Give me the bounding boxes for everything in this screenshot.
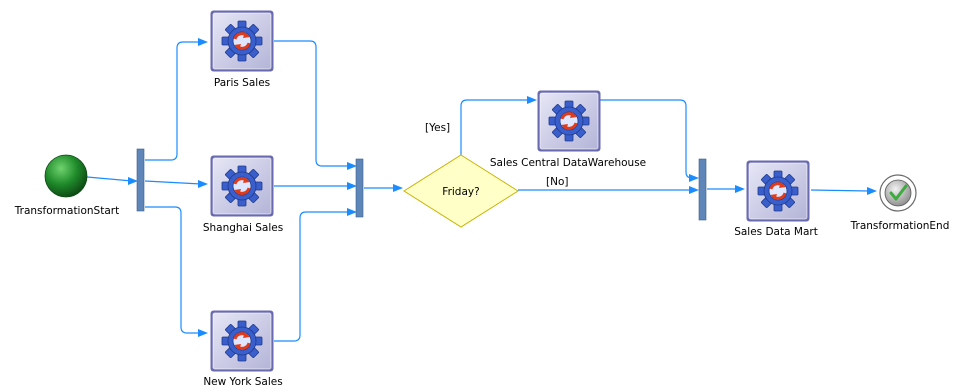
decision-diamond — [403, 154, 519, 228]
guard-yes-label: [Yes] — [425, 122, 450, 134]
activity-label: Sales Central DataWarehouse — [490, 157, 646, 169]
gear-sync-icon — [210, 310, 274, 372]
edge-newyork-to-join — [274, 211, 350, 342]
activity-new-york-sales[interactable]: New York Sales — [203, 310, 283, 387]
gear-sync-icon — [210, 10, 274, 72]
connectors — [86, 38, 877, 342]
gear-sync-icon — [210, 155, 274, 217]
arrowhead — [689, 186, 699, 194]
edge-fork-to-paris — [145, 41, 201, 161]
activity-paris-sales[interactable]: Paris Sales — [210, 10, 274, 90]
arrowhead — [527, 96, 537, 104]
activity-shanghai-sales[interactable]: Shanghai Sales — [203, 155, 283, 235]
arrowhead — [198, 329, 208, 337]
arrowhead — [347, 208, 357, 216]
edge-mart-to-end — [810, 189, 870, 192]
gear-sync-icon — [537, 90, 601, 152]
start-node[interactable]: TransformationStart — [14, 154, 119, 217]
arrowhead — [128, 177, 138, 185]
edge-fork-to-newyork — [145, 206, 201, 334]
edge-paris-to-join — [274, 40, 350, 167]
arrowhead — [867, 187, 877, 195]
join-bar-upper[interactable] — [355, 158, 364, 218]
edge-fork-to-shanghai — [144, 180, 202, 185]
end-node[interactable]: TransformationEnd — [850, 174, 950, 232]
join-bar-lower[interactable] — [698, 158, 707, 221]
edge-central-to-join — [600, 99, 693, 179]
checkmark-icon — [889, 184, 908, 201]
activity-label: Paris Sales — [214, 77, 270, 89]
arrowhead — [347, 162, 357, 170]
arrowhead — [198, 180, 208, 188]
gear-sync-icon — [746, 160, 810, 222]
start-label: TransformationStart — [14, 205, 119, 217]
fork-bar[interactable] — [136, 148, 145, 212]
activity-label: New York Sales — [203, 376, 282, 387]
guard-no-label: [No] — [546, 176, 568, 188]
decision-label: Friday? — [442, 186, 479, 198]
arrowhead — [735, 185, 745, 193]
arrowhead — [347, 182, 357, 190]
arrowhead — [393, 184, 403, 192]
start-circle-icon — [44, 154, 88, 198]
edge-decision-yes — [460, 99, 530, 155]
activity-sales-data-mart[interactable]: Sales Data Mart — [734, 160, 818, 239]
arrowhead — [198, 38, 208, 46]
edge-start-to-fork — [86, 176, 133, 182]
decision-node[interactable]: Friday? — [403, 154, 519, 228]
end-inner-circle — [884, 179, 912, 207]
end-label: TransformationEnd — [850, 220, 950, 232]
activity-label: Sales Data Mart — [734, 226, 818, 238]
activity-label: Shanghai Sales — [203, 222, 283, 234]
arrowhead — [689, 174, 699, 182]
activity-sales-central-datawarehouse[interactable]: Sales Central DataWarehouse — [490, 90, 646, 170]
